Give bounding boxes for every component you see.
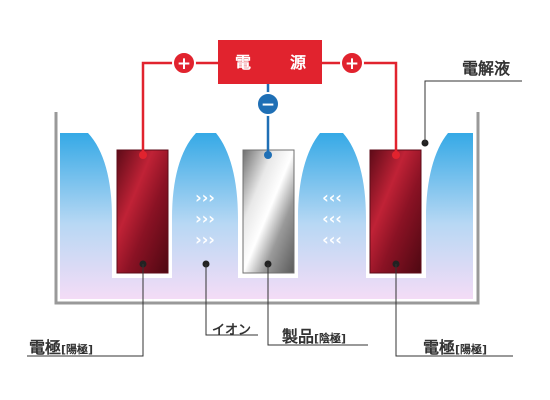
wire-dot-right [392,151,400,159]
electrode-right-label-main: 電極 [423,338,456,357]
ion-arrows-right-1: ‹‹‹ [322,188,342,207]
ion-arrows-left-3: ››› [195,230,215,249]
plus-symbol-left: + [177,54,191,74]
power-supply-label-b: 源 [290,53,306,72]
ion-arrows-right-2: ‹‹‹ [322,209,342,228]
wire-dot-product [264,151,272,159]
electrode-right-label-bracket: [陽極] [455,343,488,356]
ion-arrows-left-1: ››› [195,188,215,207]
minus-badge: − [256,92,280,116]
plus-badge-left: + [172,51,196,75]
plus-badge-right: + [340,51,364,75]
plus-symbol-right: + [345,54,359,74]
ion-arrows-right-3: ‹‹‹ [322,230,342,249]
wire-dot-left [139,151,147,159]
power-supply-box [218,40,322,84]
ion-label: イオン [212,323,252,338]
electrode-left-label-bracket: [陽極] [61,343,94,356]
minus-symbol: − [261,95,275,115]
product-label: 製品[陰極] [282,323,346,347]
product-plate [242,149,295,274]
electrode-left-label-main: 電極 [29,338,62,357]
ion-arrows-left-2: ››› [195,209,215,228]
callout-line-electrolyte [424,80,522,143]
electrode-left-plate [116,149,169,274]
electrode-right-label: 電極[陽極] [423,334,487,358]
callout-line-product [267,264,368,346]
bath-container [54,112,480,305]
product-label-bracket: [陰極] [314,332,347,345]
callout-line-left-electrode [27,264,144,357]
callout-line-ion [205,264,258,336]
power-supply-label-a: 電 [235,53,251,72]
electrolyte-label: 電解液 [462,59,511,78]
callout-line-right-electrode [395,264,513,357]
electrode-right-plate [369,149,422,274]
product-label-main: 製品 [282,327,315,346]
electrode-left-label: 電極[陽極] [29,334,93,358]
